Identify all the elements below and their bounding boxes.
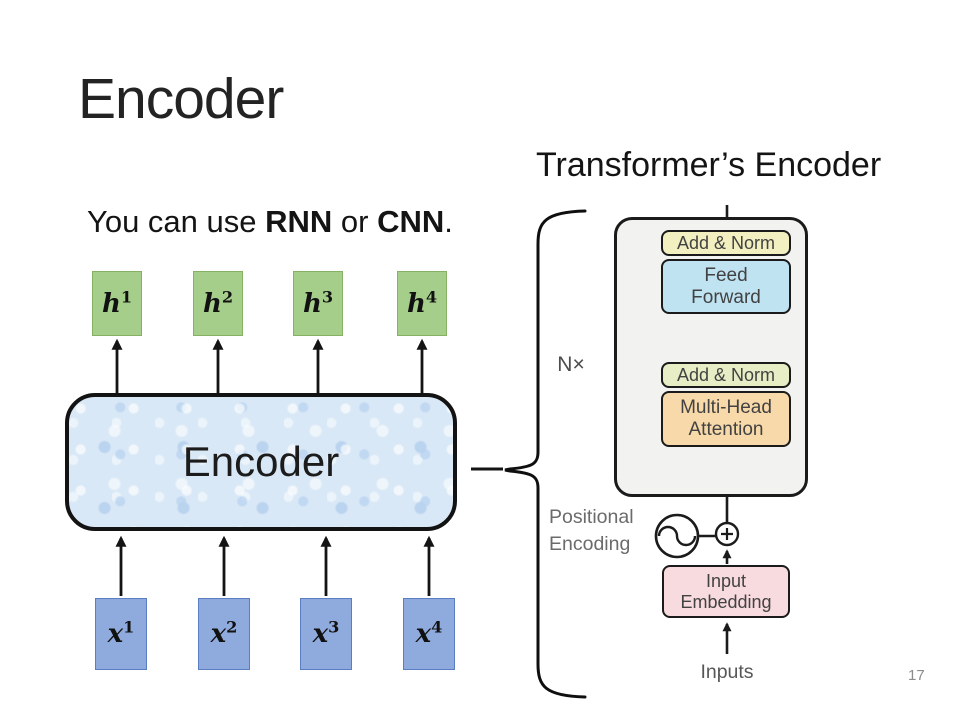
input-embedding-block: Input Embedding — [662, 565, 790, 618]
encoder-block-label: Encoder — [182, 438, 340, 485]
input-box-x4: x4 — [403, 598, 455, 670]
hidden-state-label: h3 — [302, 286, 334, 319]
transformer-encoder-heading: Transformer’s Encoder — [536, 146, 882, 184]
add-norm-top-block: Add & Norm — [661, 230, 791, 256]
positional-encoding-label-line1: Positional — [549, 506, 634, 528]
page-number: 17 — [908, 667, 925, 684]
curly-brace — [504, 209, 587, 699]
positional-encoding-label-line2: Encoding — [549, 533, 631, 556]
hidden-state-box-h2: h2 — [193, 271, 243, 336]
multi-head-attention-label-line2: Attention — [688, 419, 764, 440]
feed-forward-label-line2: Forward — [691, 286, 761, 308]
caption-part1: You can use — [87, 204, 266, 239]
input-box-x2: x2 — [198, 598, 250, 670]
input-embedding-label-line2: Embedding — [680, 591, 772, 612]
input-label: x3 — [312, 617, 340, 649]
add-norm-top-label: Add & Norm — [676, 232, 776, 253]
input-embedding-label-line1: Input — [705, 570, 747, 591]
input-box-x3: x3 — [300, 598, 352, 670]
encoder-to-hidden-arrows — [111, 338, 428, 393]
input-label: x2 — [210, 617, 238, 649]
hidden-state-box-h1: h1 — [92, 271, 142, 336]
input-to-encoder-arrows — [115, 535, 435, 596]
caption-text: You can use RNN or CNN. — [87, 204, 453, 240]
add-norm-bottom-block: Add & Norm — [661, 362, 791, 388]
caption-cnn: CNN — [377, 204, 445, 239]
input-label: x1 — [107, 617, 135, 649]
encoder-block: Encoder — [65, 393, 457, 531]
feed-forward-label-line1: Feed — [704, 264, 748, 286]
caption-part3: . — [444, 204, 453, 239]
positional-encoding-label: Positional Encoding — [549, 504, 634, 559]
add-circle-icon — [714, 521, 740, 547]
hidden-state-box-h3: h3 — [293, 271, 343, 336]
multi-head-attention-block: Multi-Head Attention — [661, 391, 791, 447]
caption-rnn: RNN — [265, 204, 333, 239]
hidden-state-label: h4 — [406, 286, 438, 319]
hidden-state-label: h2 — [202, 286, 234, 319]
input-box-x1: x1 — [95, 598, 147, 670]
multi-head-attention-label-line1: Multi-Head — [680, 397, 772, 419]
feed-forward-block: Feed Forward — [661, 259, 791, 314]
hidden-state-box-h4: h4 — [397, 271, 447, 336]
hidden-state-label: h1 — [101, 286, 133, 319]
caption-part2: or — [332, 204, 378, 239]
inputs-label: Inputs — [700, 661, 754, 683]
repeat-n-times-label: N× — [557, 353, 585, 376]
input-label: x4 — [415, 617, 443, 649]
positional-encoding-sine-icon — [654, 513, 700, 559]
add-norm-bottom-label: Add & Norm — [676, 364, 776, 385]
slide-title: Encoder — [78, 67, 284, 131]
